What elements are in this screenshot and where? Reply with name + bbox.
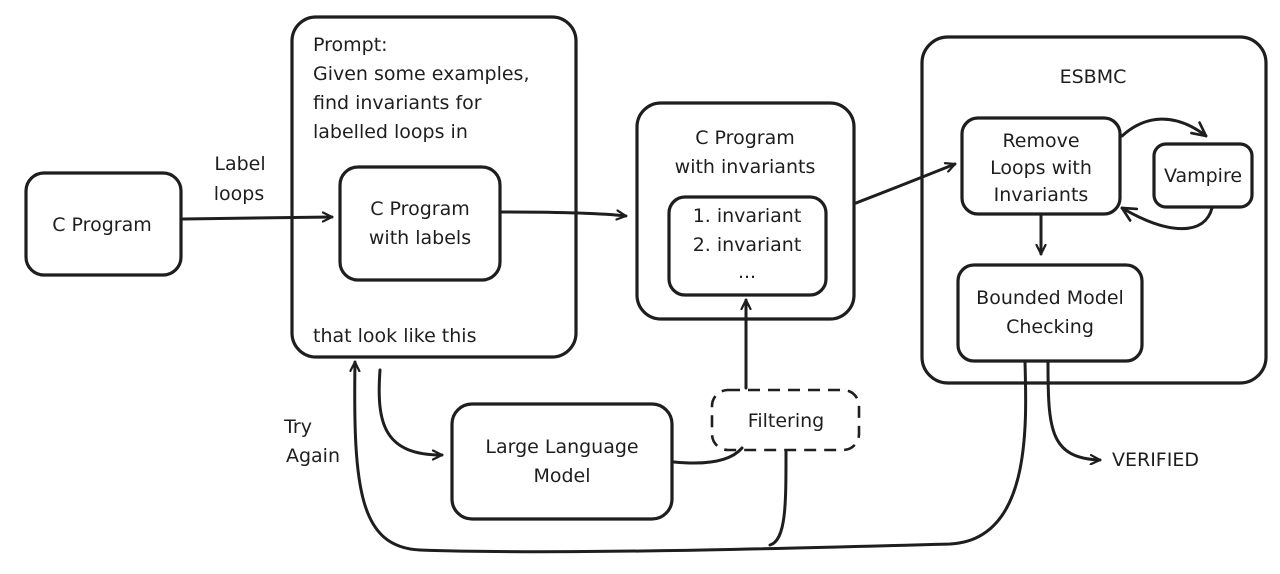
label-loops-line-1: Label xyxy=(214,153,265,175)
invariant-item-2: 2. invariant xyxy=(693,234,802,256)
invariant-item-1: 1. invariant xyxy=(693,205,802,227)
remove-loops-line-3: Invariants xyxy=(994,184,1089,206)
c-program-box xyxy=(24,171,183,277)
bmc-box xyxy=(956,263,1144,363)
llm-box xyxy=(450,402,674,521)
try-again-line-1: Try xyxy=(283,416,312,438)
arrow-remove-to-vampire xyxy=(1120,117,1208,138)
llm-line-2: Model xyxy=(533,465,590,487)
vampire-box xyxy=(1152,142,1254,209)
esbmc-title: ESBMC xyxy=(1060,66,1127,88)
remove-loops-line-2: Loops with xyxy=(990,157,1092,179)
prompt-line-4: labelled loops in xyxy=(313,121,468,143)
c-program-label: C Program xyxy=(52,214,151,236)
filtering-label: Filtering xyxy=(748,410,824,432)
bmc-line-1: Bounded Model xyxy=(976,287,1124,309)
llm-line-1: Large Language xyxy=(485,436,638,458)
connector-llm-to-filtering xyxy=(672,446,744,465)
program-with-labels-line-2: with labels xyxy=(369,227,471,249)
arrow-c-program-to-labels xyxy=(181,217,334,219)
program-with-labels-box xyxy=(338,165,502,282)
try-again-line-2: Again xyxy=(286,445,340,467)
program-with-invariants-line-2: with invariants xyxy=(675,156,816,178)
invariants-list-box xyxy=(667,195,828,297)
vampire-label: Vampire xyxy=(1164,165,1242,187)
prompt-title: Prompt: xyxy=(313,34,388,56)
program-with-labels-line-1: C Program xyxy=(370,198,469,220)
arrow-try-again xyxy=(355,360,1028,554)
remove-loops-box xyxy=(960,116,1122,216)
arrow-vampire-to-remove xyxy=(1120,206,1214,230)
invariant-item-ellipsis: ... xyxy=(738,261,756,283)
prompt-footer: that look like this xyxy=(313,325,476,347)
verified-label: VERIFIED xyxy=(1112,449,1199,471)
connector-filtering-retry xyxy=(768,450,788,547)
prompt-line-2: Given some examples, xyxy=(313,63,530,85)
arrow-prompt-to-llm xyxy=(377,368,444,455)
arrow-bmc-to-verified xyxy=(1046,360,1102,460)
label-loops-line-2: loops xyxy=(214,183,265,205)
bmc-line-2: Checking xyxy=(1006,316,1094,338)
program-with-invariants-line-1: C Program xyxy=(695,127,794,149)
filtering-box xyxy=(710,388,861,452)
arrow-invariants-to-esbmc xyxy=(854,164,957,205)
remove-loops-line-1: Remove xyxy=(1002,130,1079,152)
prompt-line-3: find invariants for xyxy=(313,92,482,114)
arrow-labels-to-invariants xyxy=(500,212,628,216)
